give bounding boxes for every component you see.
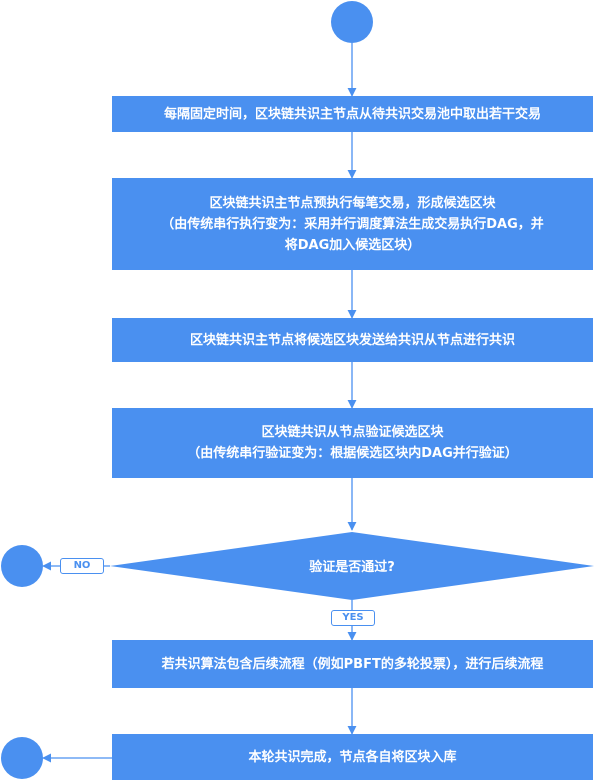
no-tag: NO bbox=[60, 558, 104, 574]
after-yes-box: 若共识算法包含后续流程（例如PBFT的多轮投票），进行后续流程 bbox=[112, 640, 593, 688]
after-yes-text: 若共识算法包含后续流程（例如PBFT的多轮投票），进行后续流程 bbox=[161, 656, 544, 672]
step-2-text-line-1: 区块链共识主节点预执行每笔交易，形成候选区块 bbox=[209, 195, 496, 211]
step-2-box: 区块链共识主节点预执行每笔交易，形成候选区块 （由传统串行执行变为：采用并行调度… bbox=[112, 178, 593, 270]
step-4-text-line-1: 区块链共识从节点验证候选区块 bbox=[261, 425, 444, 440]
step-1-box: 每隔固定时间，区块链共识主节点从待共识交易池中取出若干交易 bbox=[112, 96, 593, 132]
step-2-text-line-3: 将DAG加入候选区块） bbox=[284, 237, 421, 253]
step-2-text-line-2: （由传统串行执行变为：采用并行调度算法生成交易执行DAG，并 bbox=[161, 216, 544, 232]
end-node-completed bbox=[1, 737, 43, 779]
step-1-text: 每隔固定时间，区块链共识主节点从待共识交易池中取出若干交易 bbox=[163, 106, 541, 122]
decision-diamond bbox=[110, 532, 594, 600]
decision-label: 验证是否通过? bbox=[309, 560, 395, 575]
step-4-text-line-2: （由传统串行验证变为：根据候选区块内DAG并行验证） bbox=[187, 446, 518, 461]
step-4-box: 区块链共识从节点验证候选区块 （由传统串行验证变为：根据候选区块内DAG并行验证… bbox=[112, 408, 593, 478]
start-node bbox=[331, 1, 373, 43]
end-node-rejected bbox=[1, 545, 43, 587]
final-box: 本轮共识完成，节点各自将区块入库 bbox=[112, 734, 593, 780]
final-text: 本轮共识完成，节点各自将区块入库 bbox=[248, 749, 457, 765]
step-3-box: 区块链共识主节点将候选区块发送给共识从节点进行共识 bbox=[112, 318, 593, 362]
yes-tag: YES bbox=[331, 610, 375, 626]
step-3-text: 区块链共识主节点将候选区块发送给共识从节点进行共识 bbox=[189, 332, 515, 348]
